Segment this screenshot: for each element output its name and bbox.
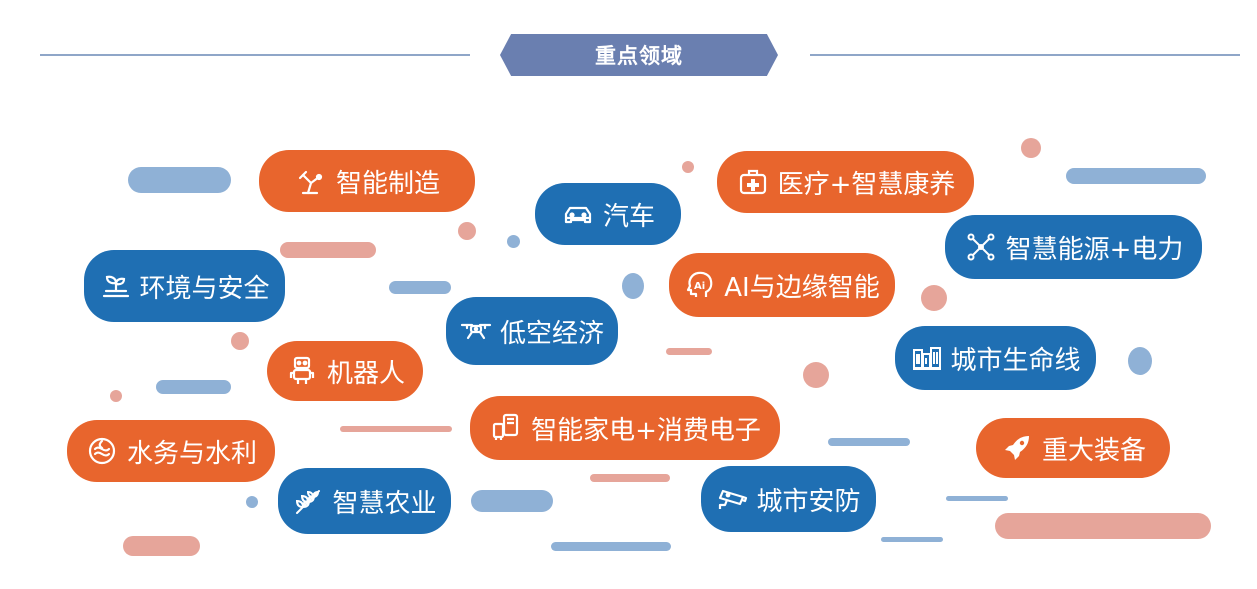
drone-icon xyxy=(460,314,492,348)
tag-smart-appliances[interactable]: 智能家电+消费电子 xyxy=(470,396,780,460)
tag-medical-care[interactable]: 医疗+智慧康养 xyxy=(717,151,974,213)
deco-pill xyxy=(881,537,943,542)
deco-dot xyxy=(1128,347,1152,375)
tag-label: 智能制造 xyxy=(335,168,440,199)
section-title: 重点领域 xyxy=(595,44,683,68)
ai-head-icon: Ai xyxy=(684,268,716,302)
tag-label: 医疗+智慧康养 xyxy=(777,169,956,200)
tag-ai-edge[interactable]: Ai AI与边缘智能 xyxy=(669,253,895,317)
deco-pill xyxy=(666,348,712,355)
tag-label: 低空经济 xyxy=(500,318,605,349)
deco-dot xyxy=(682,161,694,173)
deco-dot xyxy=(622,273,644,299)
svg-text:Ai: Ai xyxy=(694,281,705,292)
devices-icon xyxy=(489,411,523,445)
robot-icon xyxy=(285,354,319,388)
tag-label: 智慧能源+电力 xyxy=(1005,234,1184,265)
deco-dot xyxy=(803,362,829,388)
deco-pill xyxy=(828,438,910,446)
deco-pill xyxy=(280,242,376,258)
tag-smart-energy[interactable]: 智慧能源+电力 xyxy=(945,215,1202,279)
car-icon xyxy=(561,197,595,231)
rocket-icon xyxy=(1000,431,1034,465)
tag-smart-agriculture[interactable]: 智慧农业 xyxy=(278,468,451,534)
tag-label: 智能家电+消费电子 xyxy=(531,415,761,446)
deco-dot xyxy=(921,285,947,311)
deco-pill xyxy=(551,542,671,551)
tag-environment-safety[interactable]: 环境与安全 xyxy=(84,250,285,322)
tag-label: 环境与安全 xyxy=(139,273,270,304)
deco-dot xyxy=(507,235,520,248)
header-left-line xyxy=(40,54,470,56)
tag-label: 城市生命线 xyxy=(950,345,1081,376)
tag-water-affairs[interactable]: 水务与水利 xyxy=(67,420,275,482)
deco-pill xyxy=(471,490,553,512)
deco-dot xyxy=(458,222,476,240)
tag-label: 水务与水利 xyxy=(126,438,257,469)
network-nodes-icon xyxy=(964,230,998,264)
deco-pill xyxy=(995,513,1211,539)
wheat-icon xyxy=(293,484,325,518)
tag-automobile[interactable]: 汽车 xyxy=(535,183,681,245)
sprout-icon xyxy=(100,269,132,303)
tag-label: 城市安防 xyxy=(756,486,861,517)
medical-kit-icon xyxy=(736,165,770,199)
deco-pill xyxy=(156,380,231,394)
deco-dot xyxy=(1021,138,1041,158)
tag-label: 智慧农业 xyxy=(332,488,437,519)
tag-label: 汽车 xyxy=(602,201,655,232)
tag-label: AI与边缘智能 xyxy=(724,272,880,303)
deco-pill xyxy=(128,167,231,193)
tag-major-equipment[interactable]: 重大装备 xyxy=(976,418,1170,478)
water-icon xyxy=(85,434,119,468)
deco-pill xyxy=(340,426,452,432)
tag-smart-manufacturing[interactable]: 智能制造 xyxy=(259,150,475,212)
section-title-banner: 重点领域 xyxy=(500,34,778,76)
deco-pill xyxy=(1066,168,1206,184)
tag-label: 机器人 xyxy=(326,358,405,389)
tag-label: 重大装备 xyxy=(1041,435,1146,466)
tag-urban-lifeline[interactable]: 城市生命线 xyxy=(895,326,1096,390)
deco-dot xyxy=(231,332,249,350)
header-right-line xyxy=(810,54,1240,56)
deco-pill xyxy=(590,474,670,482)
tag-low-altitude-economy[interactable]: 低空经济 xyxy=(446,297,618,365)
camera-icon xyxy=(717,482,749,516)
tag-robot[interactable]: 机器人 xyxy=(267,341,423,401)
tag-urban-security[interactable]: 城市安防 xyxy=(701,466,876,532)
deco-pill xyxy=(946,496,1008,501)
deco-pill xyxy=(123,536,200,556)
buildings-icon xyxy=(911,341,943,375)
deco-dot xyxy=(246,496,258,508)
deco-pill xyxy=(389,281,451,294)
robot-arm-icon xyxy=(294,164,328,198)
deco-dot xyxy=(110,390,122,402)
